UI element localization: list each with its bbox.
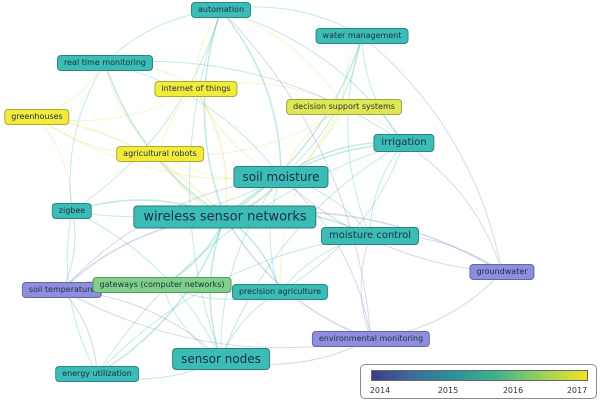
- year-color-scale-bar: [371, 370, 588, 381]
- link-greenhouses-zigbee: [36, 116, 73, 212]
- link-wireless-sensor-networks-automation: [203, 9, 226, 218]
- node-energy-utilization[interactable]: energy utilization: [55, 366, 139, 382]
- link-irrigation-sensor-nodes: [220, 142, 405, 360]
- link-precision-agriculture-decision-support-systems: [279, 106, 345, 293]
- link-soil-moisture-automation: [220, 9, 282, 178]
- node-soil-moisture[interactable]: soil moisture: [233, 166, 329, 188]
- link-irrigation-automation: [220, 9, 405, 144]
- link-moisture-control-environmental-monitoring: [360, 235, 372, 340]
- node-internet-of-things[interactable]: internet of things: [154, 81, 238, 97]
- node-soil-temperature[interactable]: soil temperature: [21, 282, 103, 298]
- link-zigbee-real-time-monitoring: [69, 62, 106, 212]
- node-automation[interactable]: automation: [190, 2, 252, 18]
- link-wireless-sensor-networks-energy-utilization: [96, 216, 226, 375]
- node-real-time-monitoring[interactable]: real time monitoring: [57, 55, 153, 71]
- legend-tick-2015: 2015: [437, 386, 459, 395]
- year-color-legend: 2014 2015 2016 2017: [360, 364, 597, 399]
- link-wireless-sensor-networks-water-management: [224, 35, 363, 218]
- link-environmental-monitoring-groundwater: [370, 271, 503, 340]
- node-water-management[interactable]: water management: [315, 28, 409, 44]
- link-moisture-control-water-management: [347, 35, 371, 237]
- link-zigbee-automation: [71, 9, 222, 212]
- link-energy-utilization-soil-temperature: [61, 289, 98, 375]
- node-moisture-control[interactable]: moisture control: [321, 227, 419, 245]
- node-agricultural-robots[interactable]: agricultural robots: [116, 146, 204, 162]
- node-groundwater[interactable]: groundwater: [469, 264, 535, 280]
- link-sensor-nodes-automation: [189, 9, 222, 360]
- link-soil-moisture-soil-temperature: [61, 176, 282, 291]
- node-decision-support-systems[interactable]: decision support systems: [286, 99, 402, 115]
- link-irrigation-water-management: [361, 35, 405, 144]
- legend-tick-2014: 2014: [369, 386, 391, 395]
- link-soil-moisture-precision-agriculture: [269, 176, 282, 293]
- link-soil-moisture-environmental-monitoring: [280, 176, 372, 340]
- link-energy-utilization-irrigation: [96, 142, 405, 375]
- link-soil-moisture-sensor-nodes: [220, 176, 282, 360]
- node-sensor-nodes[interactable]: sensor nodes: [172, 348, 270, 370]
- link-irrigation-groundwater: [403, 142, 503, 273]
- node-greenhouses[interactable]: greenhouses: [4, 109, 70, 125]
- node-gateways-computer-networks[interactable]: gateways (computer networks): [92, 277, 232, 293]
- node-zigbee[interactable]: zigbee: [51, 203, 93, 219]
- link-environmental-monitoring-automation: [220, 9, 372, 340]
- node-irrigation[interactable]: irrigation: [373, 134, 435, 152]
- node-wireless-sensor-networks[interactable]: wireless sensor networks: [133, 205, 317, 229]
- node-environmental-monitoring[interactable]: environmental monitoring: [311, 331, 431, 347]
- link-wireless-sensor-networks-internet-of-things: [195, 88, 228, 218]
- link-automation-decision-support-systems: [220, 9, 345, 108]
- link-water-management-groundwater: [361, 35, 503, 273]
- link-soil-moisture-internet-of-things: [195, 88, 282, 178]
- legend-tick-2017: 2017: [566, 386, 588, 395]
- legend-tick-2016: 2016: [502, 386, 524, 395]
- link-sensor-nodes-zigbee: [71, 210, 222, 360]
- node-precision-agriculture[interactable]: precision agriculture: [231, 284, 329, 300]
